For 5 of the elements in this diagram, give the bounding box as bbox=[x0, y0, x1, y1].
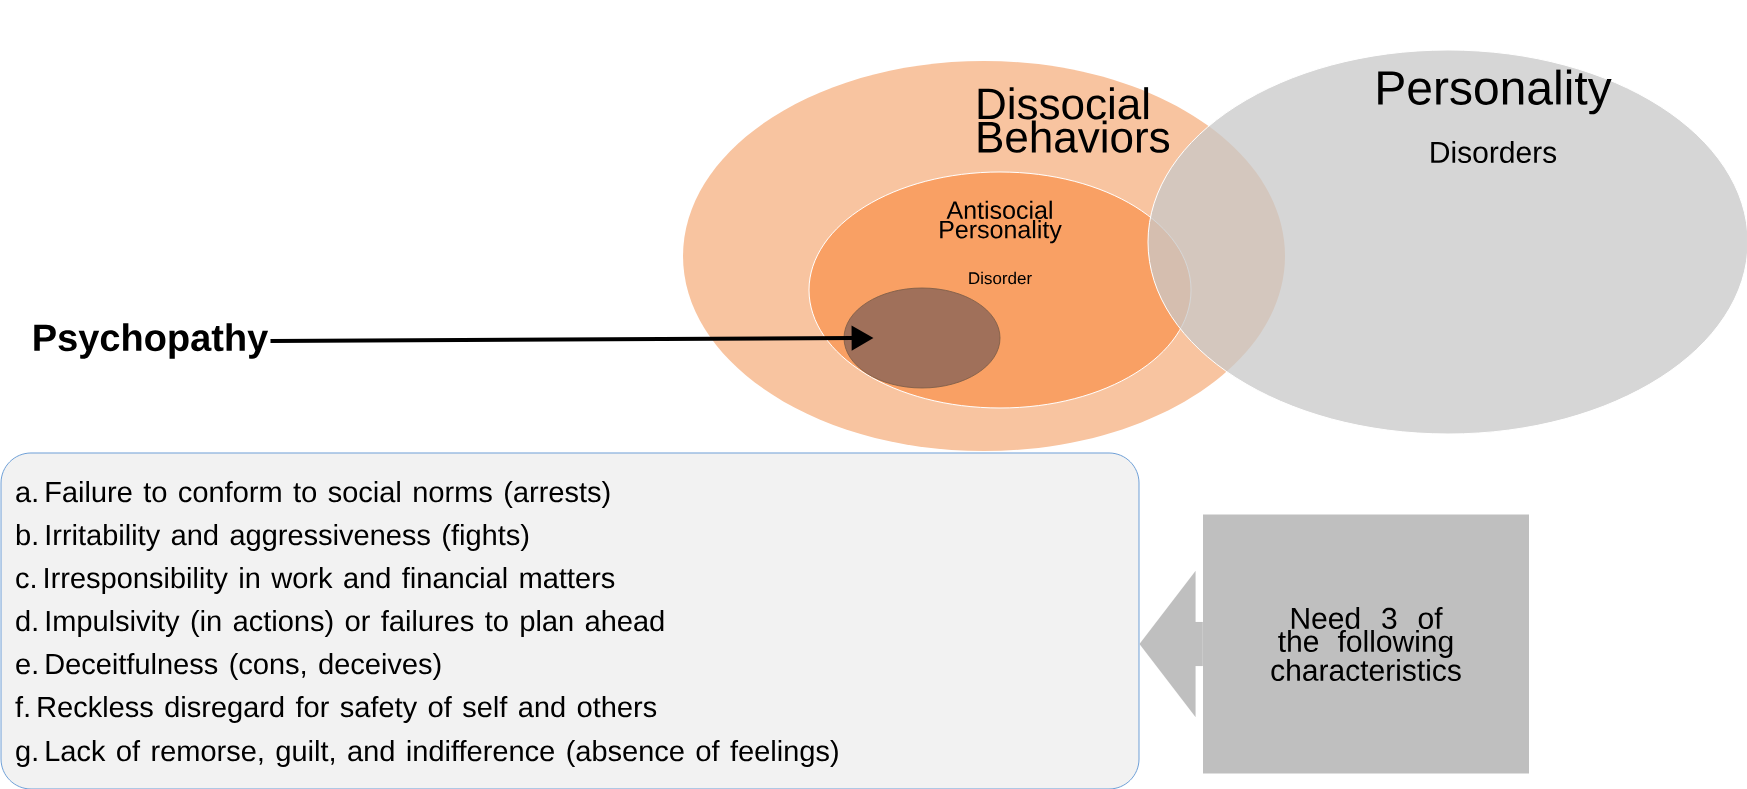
arrow bbox=[1139, 570, 1203, 718]
term-label: Psychopathy bbox=[34, 323, 269, 359]
venn-ellipse bbox=[843, 287, 1001, 389]
note-box: Need 3 of the following characteristics bbox=[1203, 514, 1529, 774]
criteria-box: a. Failure to conform to social norms (arrests) b. Irritability and aggressiveness (fights) c. Irresponsibility in work and financial matters d. Impulsivity (in actions) or failures to plan ahead e. Deceitfulness (cons, deceives) f. Reckless disregard for safety of self and others g. Lack of remorse, guilt, and indifference (absence of feelings) bbox=[0, 452, 1140, 789]
